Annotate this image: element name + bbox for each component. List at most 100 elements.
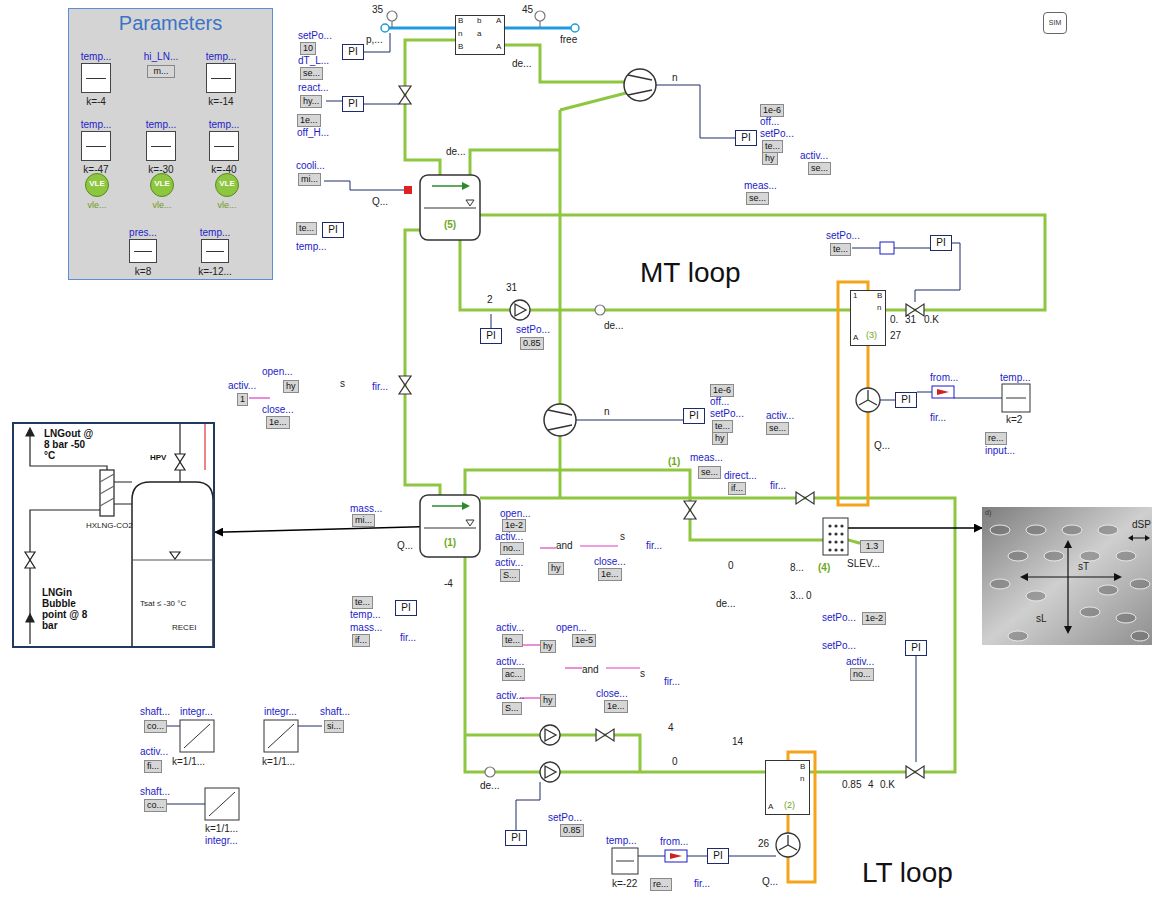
node-text: PI xyxy=(348,46,357,57)
inset-drawing xyxy=(132,559,213,560)
parameter-panel: Parameterstemp...k=-4hi_LN...m...temp...… xyxy=(68,8,273,280)
callout-arrow xyxy=(215,527,420,533)
constant-block: temp...k=-14 xyxy=(206,63,236,93)
medium-icon: VLEvle... xyxy=(85,173,109,197)
signal-label: 31 xyxy=(905,314,916,325)
signal-label: activ... xyxy=(496,656,524,667)
value-box: if... xyxy=(352,634,370,647)
dimple-photo: d)dSPsTsL xyxy=(982,507,1152,645)
signal-block xyxy=(880,242,894,254)
pump-symbol xyxy=(545,766,556,778)
lng-receiver-inset: LNGout @ 8 bar -50 °CHXLNG-CO2HPVLNGin B… xyxy=(12,422,215,648)
signal-label: 35 xyxy=(372,4,383,15)
node-text: PI xyxy=(936,237,945,248)
signal-label: direct... xyxy=(724,470,757,481)
signal-label: activ... xyxy=(766,410,794,421)
fan-symbol xyxy=(776,833,800,857)
compressor-symbol xyxy=(548,410,572,430)
signal-label: temp... xyxy=(1000,372,1031,383)
value-box: 10 xyxy=(300,42,316,55)
pi-controller: PI xyxy=(735,130,757,146)
signal-label: 0.K xyxy=(880,779,895,790)
pump-symbol xyxy=(515,304,526,316)
pi-controller: PI xyxy=(505,830,527,846)
node-text: B xyxy=(458,43,463,52)
node-text: PI xyxy=(401,602,410,613)
node-text: k=8 xyxy=(135,266,151,277)
integrator-block xyxy=(180,720,214,752)
signal-label: 14 xyxy=(732,736,743,747)
boolean-line xyxy=(565,667,582,668)
dimple-photo xyxy=(1116,613,1136,623)
slev-symbol xyxy=(823,518,848,555)
receiver-tank xyxy=(420,495,480,557)
signal-label: fir... xyxy=(372,381,388,392)
pi-controller: PI xyxy=(480,328,502,344)
dimple-photo xyxy=(1044,551,1064,561)
dimple-photo xyxy=(990,525,1010,535)
value-box: hy xyxy=(540,640,556,653)
node-text: B xyxy=(458,17,463,26)
signal-line xyxy=(916,656,917,762)
node-text: PI xyxy=(689,410,698,421)
value-box: hy... xyxy=(300,95,322,108)
signal-label: 3... xyxy=(790,590,804,601)
value-box: co... xyxy=(144,799,167,812)
signal-block xyxy=(665,850,687,862)
value-box: 1e-6 xyxy=(760,104,784,117)
value-box: if... xyxy=(728,482,746,495)
refrigerant-pipe xyxy=(465,470,823,540)
signal-label: Q... xyxy=(397,540,413,551)
node-text: vle... xyxy=(152,201,171,211)
receiver-tank xyxy=(462,502,470,510)
fan-symbol xyxy=(856,388,880,412)
heat-port xyxy=(404,186,412,194)
value-box: hy xyxy=(540,694,556,707)
signal-block xyxy=(616,861,634,862)
signal-line xyxy=(576,420,683,421)
pi-controller: PI xyxy=(930,235,952,251)
signal-label: shaft... xyxy=(140,706,170,717)
node-text: LNGout @ 8 bar -50 °C xyxy=(44,428,94,461)
signal-label: k=2 xyxy=(1006,414,1022,425)
inset-drawing xyxy=(25,552,35,568)
signal-label: fir... xyxy=(694,878,710,889)
signal-label: from... xyxy=(660,836,688,847)
refrigerant-pipe xyxy=(559,436,562,498)
inset-drawing xyxy=(100,474,114,506)
signal-label: 4 xyxy=(668,722,674,733)
signal-label: activ... xyxy=(495,531,523,542)
signal-label: (4) xyxy=(818,562,830,573)
slev-symbol xyxy=(823,518,848,555)
signal-label: fir... xyxy=(930,412,946,423)
signal-label: k=1/1... xyxy=(205,823,238,834)
node-text: (3) xyxy=(866,331,877,341)
signal-label: de... xyxy=(604,320,623,331)
slev-symbol xyxy=(828,540,831,543)
constant-block: pres...k=8 xyxy=(129,239,157,263)
node-text: VLE xyxy=(154,180,170,189)
signal-label: Q... xyxy=(762,876,778,887)
dimple-photo xyxy=(1008,631,1028,641)
signal-label: setPo... xyxy=(822,640,856,651)
lt-evaporator: BnA(2) xyxy=(765,760,810,815)
value-box: hy xyxy=(283,380,299,393)
slev-symbol xyxy=(828,524,831,527)
signal-line xyxy=(326,101,342,102)
dimple-photo xyxy=(1024,538,1148,630)
boolean-line xyxy=(606,667,640,668)
signal-line xyxy=(324,181,404,190)
signal-label: and xyxy=(582,664,599,675)
node-text: PI xyxy=(348,98,357,109)
pi-controller: PI xyxy=(707,848,729,864)
signal-label: cooli... xyxy=(296,160,325,171)
value-box: 1 xyxy=(237,393,248,406)
value-box: te... xyxy=(502,634,523,647)
constant-block: temp...k=-47 xyxy=(81,131,111,161)
node-text: sT xyxy=(1078,561,1089,572)
signal-block xyxy=(670,853,682,859)
integrator-block xyxy=(180,720,298,820)
node-text: n xyxy=(458,30,462,39)
value-box: 1e-5 xyxy=(572,634,596,647)
node-text: VLE xyxy=(219,180,235,189)
